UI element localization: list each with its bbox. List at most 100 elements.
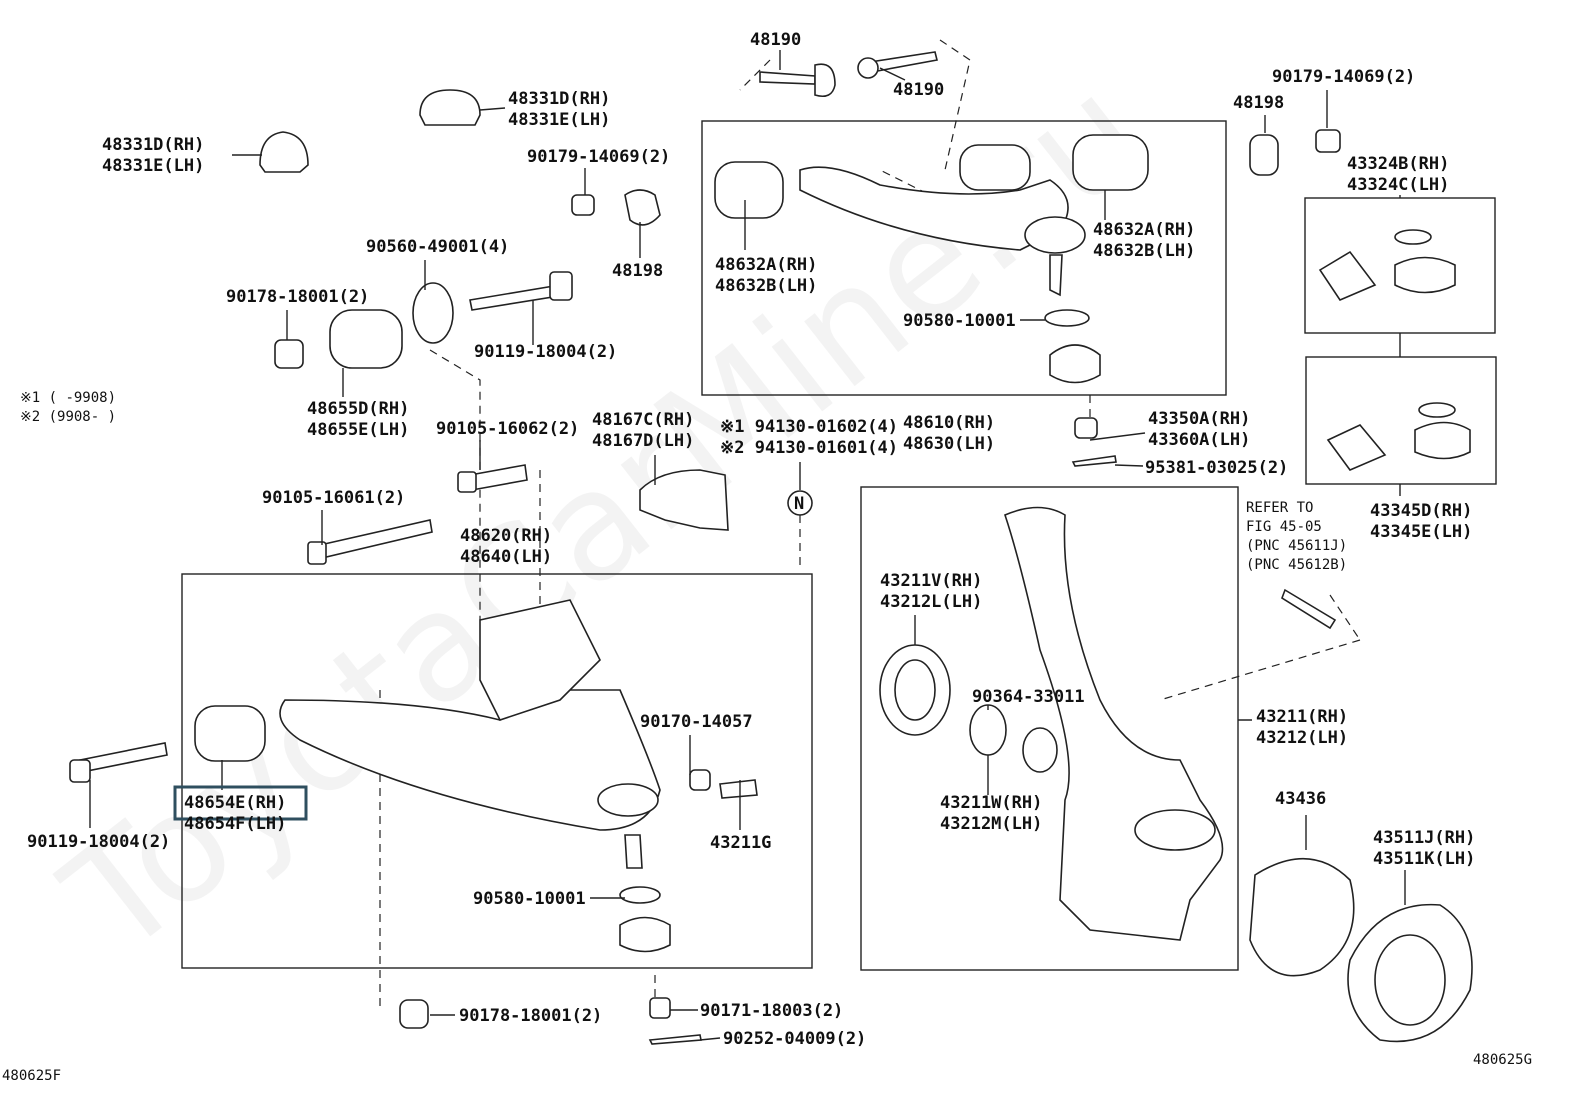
part-number: 43211W(RH): [940, 793, 1042, 813]
part-label[interactable]: 48198: [1233, 93, 1284, 113]
part-label[interactable]: 43211G: [710, 833, 771, 853]
gasket-43436: [1249, 857, 1355, 977]
assembly-guide-lines: [379, 39, 1361, 1010]
bushing-48655d: [329, 309, 403, 369]
bushing-48632a-right: [1072, 134, 1149, 191]
part-number: 48610(RH): [903, 413, 995, 433]
figure-code-left: 480625F: [2, 1068, 61, 1084]
part-label[interactable]: 43211(RH)43212(LH): [1256, 707, 1348, 748]
part-number: ※1 94130-01602(4): [720, 417, 898, 437]
part-label[interactable]: 90178-18001(2): [459, 1006, 602, 1026]
part-label[interactable]: 90252-04009(2): [723, 1029, 866, 1049]
part-label[interactable]: 90364-33011: [972, 687, 1085, 707]
part-number: 90119-18004(2): [474, 342, 617, 362]
part-number: 48331E(LH): [508, 110, 610, 130]
part-label[interactable]: 90178-18001(2): [226, 287, 369, 307]
part-number: (PNC 45612B): [1246, 557, 1347, 573]
boot-kit-box-lower: [1305, 356, 1497, 485]
part-label[interactable]: 90580-10001: [903, 311, 1016, 331]
part-number: 48632A(RH): [715, 255, 817, 275]
part-number: ※2 94130-01601(4): [720, 438, 898, 458]
part-label[interactable]: 48632A(RH)48632B(LH): [715, 255, 817, 296]
part-number: 90560-49001(4): [366, 237, 509, 257]
part-number: 48331D(RH): [102, 135, 204, 155]
part-label[interactable]: 48190: [750, 30, 801, 50]
part-number: 90105-16061(2): [262, 488, 405, 508]
part-label[interactable]: 43345D(RH)43345E(LH): [1370, 501, 1472, 542]
part-label[interactable]: 90119-18004(2): [27, 832, 170, 852]
part-number: 48167C(RH): [592, 410, 694, 430]
part-number: 48167D(LH): [592, 431, 694, 451]
part-label[interactable]: 90580-10001: [473, 889, 586, 909]
part-number: 48190: [893, 80, 944, 100]
part-label[interactable]: 95381-03025(2): [1145, 458, 1288, 478]
highlight-box-48654e[interactable]: [173, 785, 308, 821]
knuckle-group-box: [860, 486, 1239, 971]
part-label[interactable]: 43511J(RH)43511K(LH): [1373, 828, 1475, 869]
bushing-48632a-left: [714, 161, 784, 219]
part-label[interactable]: 43324B(RH)43324C(LH): [1347, 154, 1449, 195]
part-number: 90170-14057: [640, 712, 753, 732]
part-number: 43212(LH): [1256, 728, 1348, 748]
part-label[interactable]: 48632A(RH)48632B(LH): [1093, 220, 1195, 261]
part-label[interactable]: 48654E(RH)48654F(LH): [184, 793, 286, 834]
part-number: 90364-33011: [972, 687, 1085, 707]
part-number: N: [794, 494, 804, 514]
note-n-circle: [787, 490, 813, 516]
part-label[interactable]: ※1 94130-01602(4)※2 94130-01601(4): [720, 417, 898, 458]
part-number: 48654E(RH): [184, 793, 286, 813]
part-number: 43211V(RH): [880, 571, 982, 591]
bushing-48654e: [194, 705, 266, 762]
part-number: 43345D(RH): [1370, 501, 1472, 521]
part-label[interactable]: 48167C(RH)48167D(LH): [592, 410, 694, 451]
part-label[interactable]: 43350A(RH)43360A(LH): [1148, 409, 1250, 450]
part-label[interactable]: 48331D(RH)48331E(LH): [508, 89, 610, 130]
part-number: 90179-14069(2): [527, 147, 670, 167]
part-label[interactable]: 90560-49001(4): [366, 237, 509, 257]
part-label[interactable]: 48331D(RH)48331E(LH): [102, 135, 204, 176]
part-number: 43324B(RH): [1347, 154, 1449, 174]
part-label[interactable]: N: [794, 494, 804, 514]
part-number: 90179-14069(2): [1272, 67, 1415, 87]
part-label[interactable]: 90179-14069(2): [527, 147, 670, 167]
part-number: 90580-10001: [473, 889, 586, 909]
part-label[interactable]: 43211V(RH)43212L(LH): [880, 571, 982, 612]
part-number: 48198: [1233, 93, 1284, 113]
part-label[interactable]: 48190: [893, 80, 944, 100]
part-number: 48620(RH): [460, 526, 552, 546]
part-label[interactable]: 90105-16061(2): [262, 488, 405, 508]
part-label[interactable]: 90105-16062(2): [436, 419, 579, 439]
part-label[interactable]: 90119-18004(2): [474, 342, 617, 362]
part-number: 43211(RH): [1256, 707, 1348, 727]
upper-arm-group-box: [701, 120, 1227, 396]
part-number: 90119-18004(2): [27, 832, 170, 852]
part-number: 43511J(RH): [1373, 828, 1475, 848]
part-label[interactable]: 48655D(RH)48655E(LH): [307, 399, 409, 440]
part-label[interactable]: 90171-18003(2): [700, 1001, 843, 1021]
part-label[interactable]: 90170-14057: [640, 712, 753, 732]
part-number: 90178-18001(2): [226, 287, 369, 307]
part-number: 48331D(RH): [508, 89, 610, 109]
part-label[interactable]: 43211W(RH)43212M(LH): [940, 793, 1042, 834]
part-label[interactable]: ※1 ( -9908)※2 (9908- ): [20, 390, 116, 425]
part-label[interactable]: 90179-14069(2): [1272, 67, 1415, 87]
part-number: 43324C(LH): [1347, 175, 1449, 195]
part-label[interactable]: 48198: [612, 261, 663, 281]
part-number: ※1 ( -9908): [20, 390, 116, 406]
part-number: 48655E(LH): [307, 420, 409, 440]
figure-code-right: 480625G: [1473, 1052, 1532, 1068]
part-number: 90171-18003(2): [700, 1001, 843, 1021]
part-number: 48640(LH): [460, 547, 552, 567]
part-number: 43211G: [710, 833, 771, 853]
part-label[interactable]: 48620(RH)48640(LH): [460, 526, 552, 567]
part-number: 43212L(LH): [880, 592, 982, 612]
part-label[interactable]: 43436: [1275, 789, 1326, 809]
part-number: 48632B(LH): [715, 276, 817, 296]
part-number: 48190: [750, 30, 801, 50]
part-number: 48655D(RH): [307, 399, 409, 419]
part-label[interactable]: 48610(RH)48630(LH): [903, 413, 995, 454]
part-number: 90252-04009(2): [723, 1029, 866, 1049]
part-number: 48632A(RH): [1093, 220, 1195, 240]
